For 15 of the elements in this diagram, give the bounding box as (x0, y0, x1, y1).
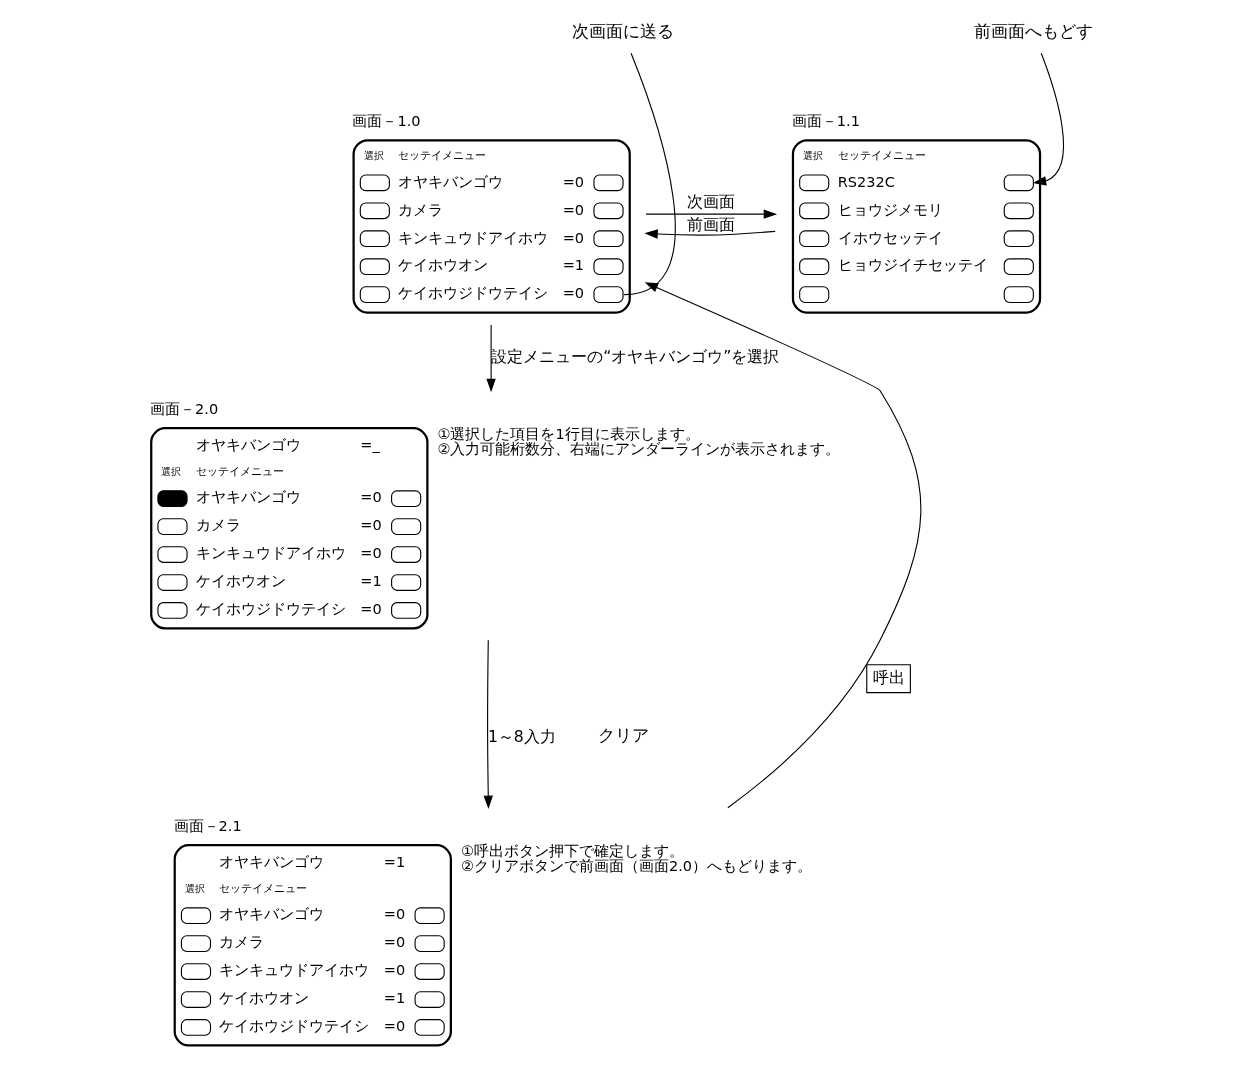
node-label: ①選択した項目を1行目に表示します。 (436, 425, 700, 442)
node-text: 前画面へもどす (973, 20, 1093, 41)
node-label: 画面－2.0 (149, 401, 218, 418)
node-label: ①呼出ボタン押下で確定します。 (460, 842, 684, 859)
edge-label: 次画面 (686, 191, 735, 211)
node-text: 次画面に送る (571, 20, 674, 41)
node-label: 画面－1.0 (351, 113, 421, 130)
node-label: 画面－2.1 (173, 818, 242, 835)
node-label: ②クリアボタンで前画面（画面2.0）へもどります。 (460, 858, 812, 875)
node-label: ②入力可能桁数分、右端にアンダーラインが表示されます。 (436, 441, 840, 458)
edge-label: 呼出 (872, 668, 905, 688)
edge-label: 1～8入力 (487, 726, 556, 746)
node-label: 画面－1.1 (791, 113, 860, 130)
edge-label: 前画面 (686, 215, 735, 235)
label: クリア (597, 725, 649, 746)
